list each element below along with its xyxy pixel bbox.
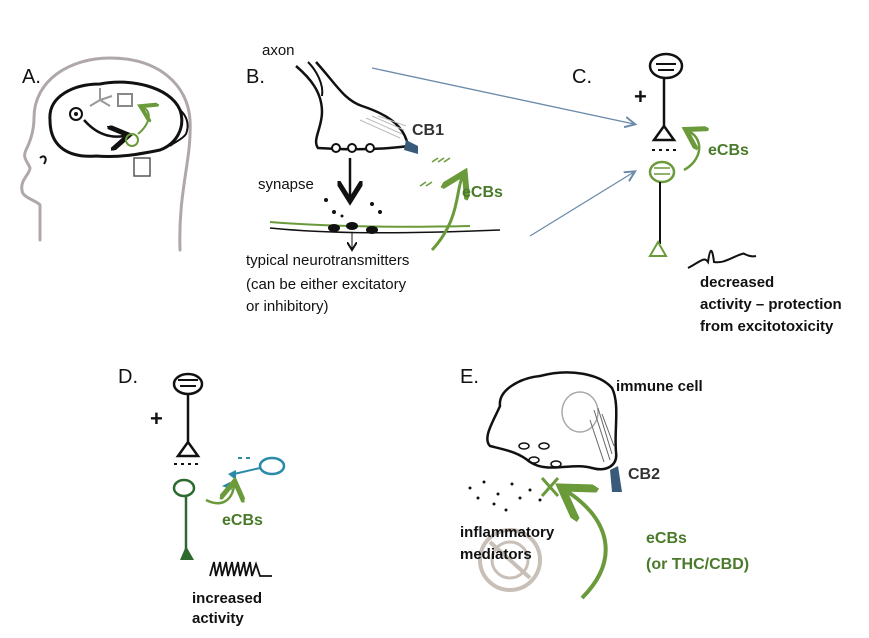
inflammatory-dots	[468, 480, 542, 512]
arrow-to-c-top	[371, 67, 634, 124]
cb2-label: CB2	[628, 466, 661, 483]
brain-outline	[39, 80, 189, 177]
ecbs-alt-label: (or THC/CBD)	[646, 556, 750, 573]
caption-c-line-1: decreased	[700, 274, 775, 291]
decreased-activity-trace	[687, 249, 757, 269]
ecbs-label-e: eCBs	[646, 530, 687, 547]
caption-d-line-1: increased	[192, 590, 263, 607]
axon-label: axon	[262, 42, 295, 59]
synapse-label: synapse	[258, 176, 314, 193]
postsynaptic-membrane	[269, 221, 501, 248]
neuron-d	[172, 372, 286, 560]
panel-c-label: C.	[572, 66, 592, 88]
ecbs-label-b: eCBs	[462, 184, 503, 201]
mediators-line-1: inflammatory	[460, 524, 555, 541]
head-outline	[20, 56, 192, 252]
immune-cell	[486, 371, 622, 492]
ecbs-label-c: eCBs	[708, 142, 749, 159]
ecbs-label-d: eCBs	[222, 512, 263, 529]
ecb-arrow-e	[568, 492, 608, 600]
presynaptic-terminal	[295, 61, 418, 154]
neurotransmitter-line-3: or inhibitory)	[246, 298, 329, 315]
neurotransmitter-line-2: (can be either excitatory	[246, 276, 407, 293]
brain-regions	[69, 88, 149, 146]
increased-activity-trace	[209, 561, 272, 577]
block-symbol	[478, 528, 542, 592]
caption-c-line-2: activity – protection	[700, 296, 842, 313]
mediators-line-2: mediators	[460, 546, 532, 563]
panel-b-label: B.	[246, 66, 265, 88]
panel-d-label: D.	[118, 366, 138, 388]
cb1-label: CB1	[412, 122, 445, 139]
arrow-to-c-bottom	[529, 172, 634, 237]
neurotransmitter-line-1: typical neurotransmitters	[246, 252, 410, 269]
plus-sign-d: +	[150, 406, 163, 431]
caption-d-line-2: activity	[192, 610, 244, 627]
neurotransmitter-dots	[324, 198, 382, 218]
caption-c-line-3: from excitotoxicity	[700, 318, 834, 335]
block-x-mark	[540, 477, 560, 497]
panel-a-label: A.	[22, 66, 41, 88]
neuron-c	[648, 52, 699, 257]
ecb-retrograde-arrow	[419, 157, 462, 252]
immune-cell-label: immune cell	[616, 378, 703, 395]
plus-sign-c: +	[634, 84, 647, 109]
panel-e-label: E.	[460, 366, 479, 388]
